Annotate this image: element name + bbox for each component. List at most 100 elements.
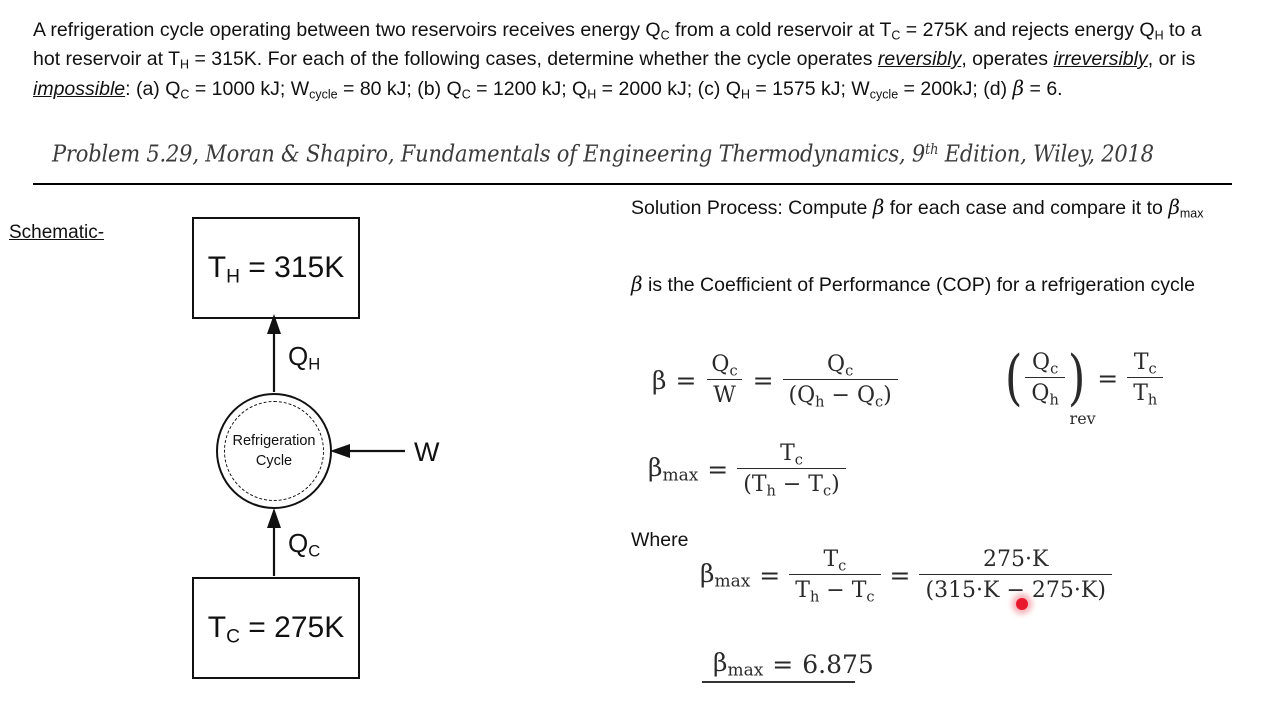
case-b-value: = 1200 kJ; Q <box>470 78 588 100</box>
beta-symbol: β <box>652 365 667 395</box>
case-b-qh: = 2000 kJ; (c) Q <box>596 78 741 100</box>
beta-symbol: β <box>631 272 643 296</box>
cycle-label-line1: Refrigeration <box>232 433 316 449</box>
equation-beta-definition: β = Qc W = Qc (Qh − Qc) <box>652 352 898 411</box>
equals-sign: = <box>759 560 781 590</box>
qc-label: QC <box>288 528 321 561</box>
ratio-row: ( Qc Qh ) = Tc Th <box>1002 342 1164 413</box>
case-d-value: = 6. <box>1024 78 1063 100</box>
fraction-tc-over-th: Tc Th <box>1127 350 1164 409</box>
subscript-h: h <box>1147 392 1158 409</box>
subscript-c: C <box>226 626 240 648</box>
citation-ordinal: th <box>925 141 939 159</box>
subscript-c: c <box>845 363 854 380</box>
subscript-h: h <box>1049 392 1059 409</box>
subscript-c: C <box>180 87 190 102</box>
fraction-tc-over-th-minus-tc: Tc (Th − Tc) <box>737 441 846 500</box>
numerator: Qc <box>711 352 738 380</box>
equals-sign: = <box>772 649 794 679</box>
subscript-c: c <box>1148 361 1157 378</box>
subscript-h: h <box>809 589 820 606</box>
subscript-c: c <box>822 483 832 500</box>
equals-sign: = <box>752 365 774 395</box>
solution-text-part: Solution Process: Compute <box>631 197 873 219</box>
beta-symbol: βmax <box>700 558 751 592</box>
subscript-h: H <box>587 87 597 102</box>
fraction-symbolic: Tc Th − Tc <box>789 547 881 606</box>
w-label: W <box>414 437 440 467</box>
numerator: Qc <box>1032 350 1059 378</box>
denominator: Qh <box>1025 377 1065 409</box>
qh-label: QH <box>288 341 321 374</box>
subscript-c: C <box>461 87 471 102</box>
subscript-max: max <box>662 465 699 486</box>
denominator-value: (315·K − 275·K) <box>919 574 1112 603</box>
equation-beta-max-result: βmax = 6.875 <box>713 648 874 680</box>
fraction-qc-over-w: Qc W <box>705 352 743 408</box>
subscript-c: C <box>891 28 901 43</box>
schematic-label: Schematic- <box>9 222 105 243</box>
denominator: (Qh − Qc) <box>782 379 898 411</box>
equals-sign: = <box>889 560 911 590</box>
cycle-label-line2: Cycle <box>255 453 293 469</box>
problem-statement: A refrigeration cycle operating between … <box>33 16 1209 104</box>
denominator: Th − Tc <box>789 574 881 606</box>
cop-definition-text: β is the Coefficient of Performance (COP… <box>631 269 1231 300</box>
equals-sign: = <box>675 365 697 395</box>
problem-text-part: , or is <box>1147 48 1196 70</box>
equation-reversible-ratio: ( Qc Qh ) = Tc Th rev <box>1002 342 1164 428</box>
equals-sign: = <box>1097 363 1119 393</box>
subscript-c: C <box>660 28 670 43</box>
beta-symbol: β <box>872 195 885 219</box>
subscript-c: c <box>838 558 847 575</box>
fraction-qc-over-qh-minus-qc: Qc (Qh − Qc) <box>782 352 898 411</box>
subscript-h: H <box>740 87 750 102</box>
problem-text-part: from a cold reservoir at T <box>669 19 892 41</box>
keyword-reversibly: reversibly <box>877 48 962 70</box>
subscript-c: c <box>794 452 803 469</box>
numerator-value: 275·K <box>982 547 1049 572</box>
solution-text-part: is the Coefficient of Performance (COP) … <box>642 274 1195 296</box>
beta-symbol: βmax <box>713 648 764 681</box>
cold-reservoir-value: = 275K <box>239 611 345 644</box>
subscript-cycle: cycle <box>869 87 899 102</box>
where-label: Where <box>631 529 689 551</box>
paren-close: ) <box>1067 342 1086 413</box>
subscript-h: H <box>1154 28 1164 43</box>
cold-reservoir-box: TC = 275K <box>192 577 360 679</box>
subscript-c: C <box>308 541 321 561</box>
equation-beta-max-numeric: βmax = Tc Th − Tc = 275·K (315·K − 275·K… <box>700 547 1112 606</box>
case-c-value: = 1575 kJ; W <box>749 78 870 100</box>
beta-symbol: β <box>1012 76 1025 100</box>
case-a-work: = 80 kJ; (b) Q <box>337 78 462 100</box>
case-c-work: = 200kJ; (d) <box>898 78 1013 100</box>
beta-max-value: 6.875 <box>802 649 874 679</box>
citation-text: Problem 5.29, Moran & Shapiro, Fundament… <box>52 140 926 167</box>
subscript-max: max <box>714 571 751 592</box>
subscript-c: c <box>729 363 738 380</box>
problem-text-part: , operates <box>961 48 1054 70</box>
equation-beta-max: βmax = Tc (Th − Tc) <box>648 441 846 500</box>
solution-process-text: Solution Process: Compute β for each cas… <box>631 192 1221 223</box>
problem-text-part: = 275K and rejects energy Q <box>900 19 1155 41</box>
rev-subscript-label: rev <box>1069 409 1096 428</box>
beta-symbol: βmax <box>648 452 699 486</box>
hot-reservoir-label: TH = 315K <box>207 251 345 288</box>
hot-reservoir-box: TH = 315K <box>192 217 360 319</box>
citation: Problem 5.29, Moran & Shapiro, Fundament… <box>52 140 1154 167</box>
subscript-h: H <box>308 354 321 374</box>
result-underline <box>702 681 855 683</box>
subscript-h: h <box>766 483 776 500</box>
subscript-max: max <box>1179 206 1204 221</box>
fraction-qc-over-qh: Qc Qh <box>1025 350 1065 409</box>
subscript-h: H <box>226 266 240 288</box>
paren-open: ( <box>1004 342 1023 413</box>
subscript-c: c <box>866 589 875 606</box>
subscript-c: c <box>875 394 884 411</box>
keyword-irreversibly: irreversibly <box>1053 48 1148 70</box>
w-arrow-head <box>330 444 350 458</box>
denominator: Th <box>1127 377 1164 409</box>
subscript-cycle: cycle <box>309 87 338 102</box>
case-a-value: = 1000 kJ; W <box>189 78 310 100</box>
numerator: Tc <box>780 441 803 469</box>
